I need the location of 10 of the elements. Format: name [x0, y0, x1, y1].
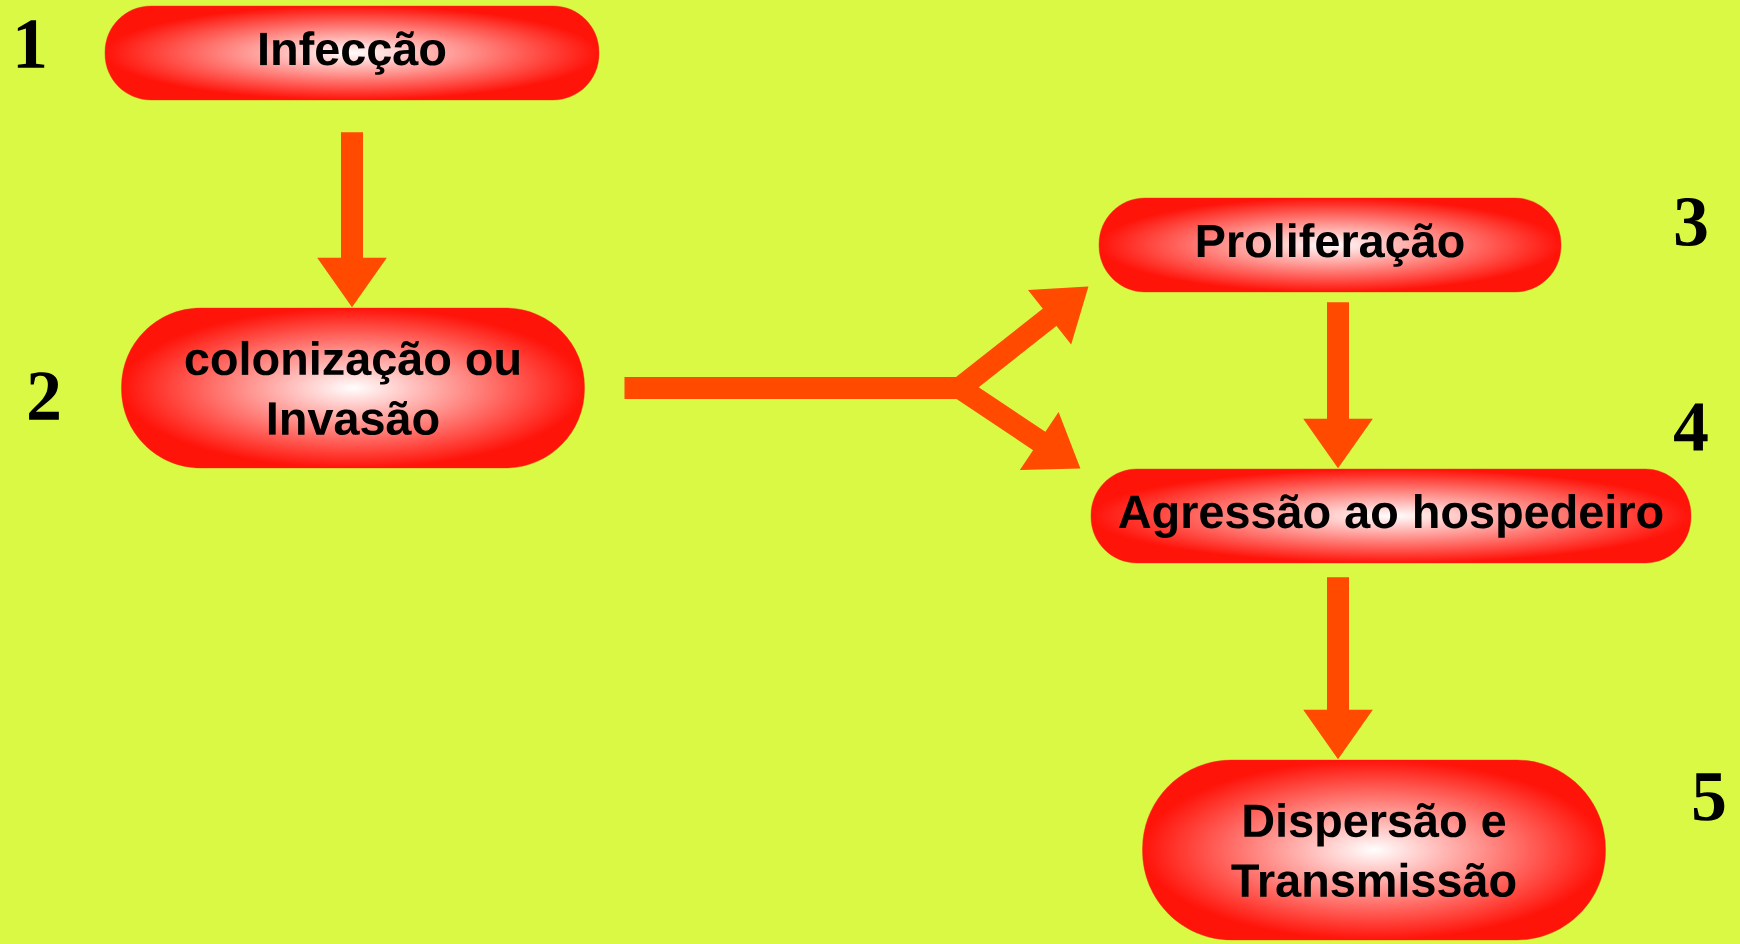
process-box: Agressão ao hospedeiro: [1090, 468, 1692, 564]
process-box: Dispersão e Transmissão: [1142, 759, 1606, 941]
process-box: Proliferação: [1098, 197, 1562, 293]
process-box: colonização ou Invasão: [121, 307, 585, 469]
step-number: 2: [29, 372, 59, 420]
step-number: 3: [1675, 197, 1707, 247]
process-box: Infecção: [104, 5, 600, 101]
step-number: 1: [17, 20, 45, 68]
step-number: 5: [1693, 773, 1725, 821]
step-number: 4: [1674, 403, 1708, 451]
